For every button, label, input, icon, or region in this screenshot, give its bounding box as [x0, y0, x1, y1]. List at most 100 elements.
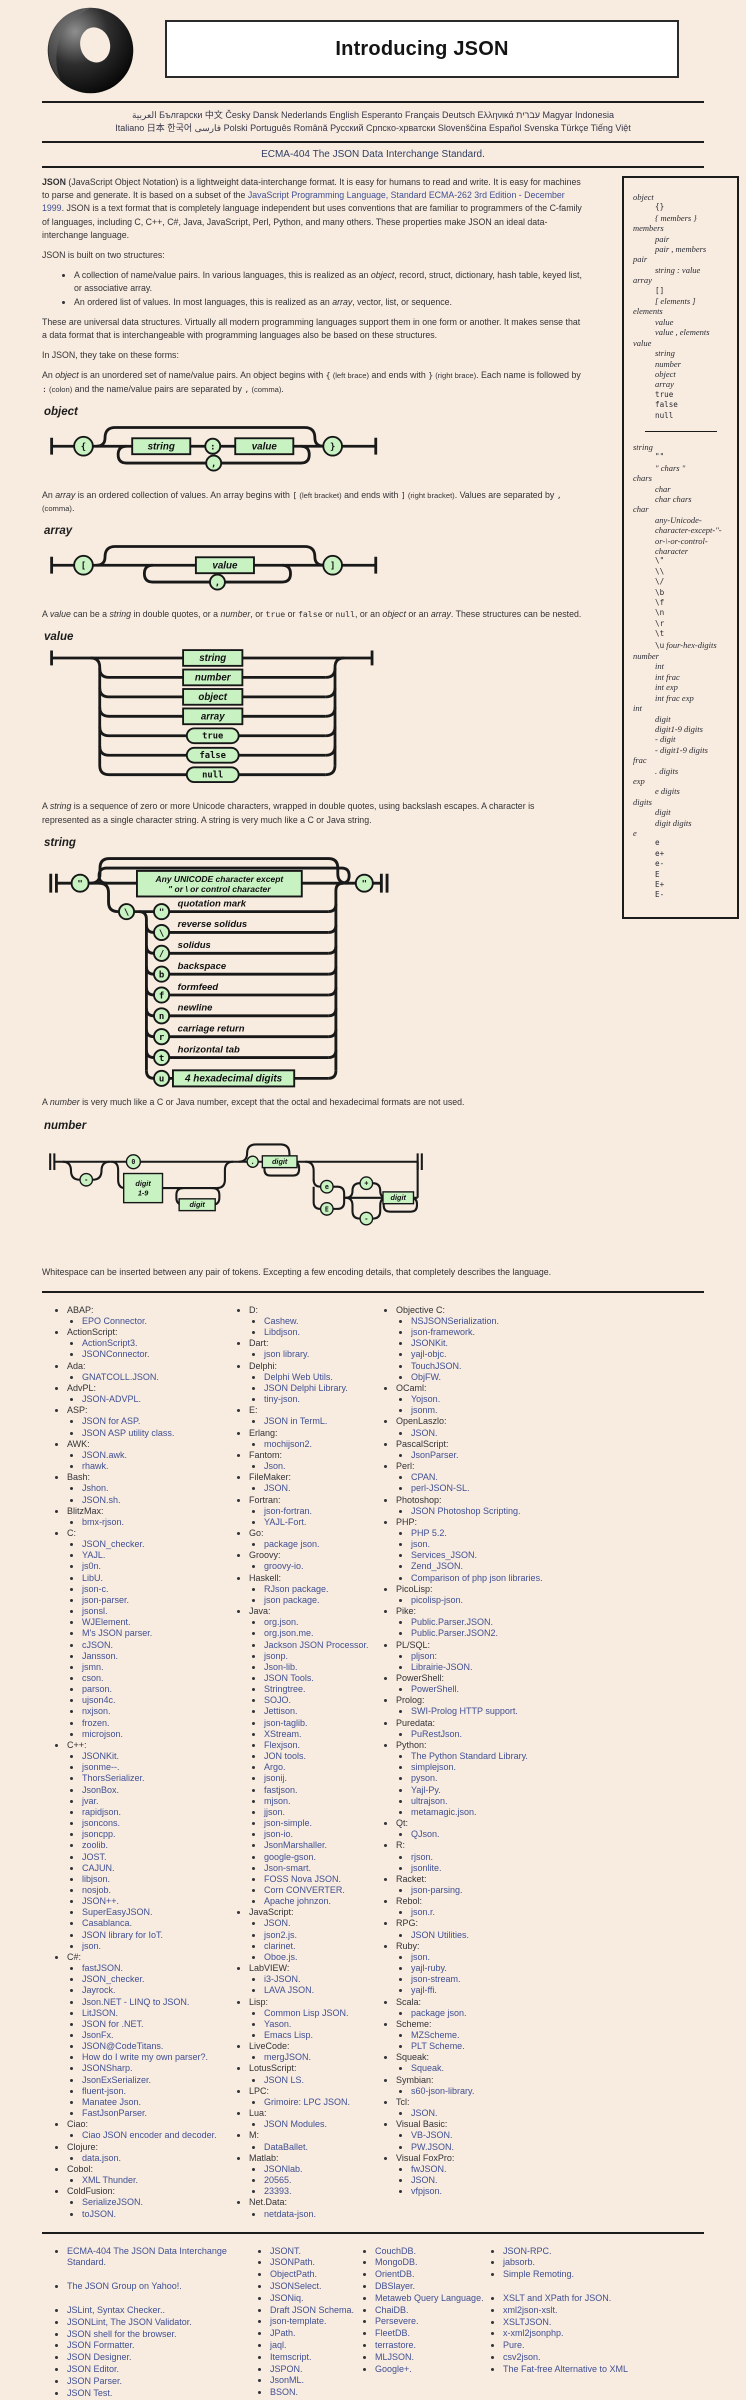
library-link[interactable]: json. [82, 1940, 102, 1951]
library-link[interactable]: js0n. [82, 1561, 102, 1572]
library-link[interactable]: package json. [264, 1539, 320, 1550]
library-link[interactable]: simplejson. [411, 1762, 457, 1773]
library-link[interactable]: vfpjson. [411, 2186, 443, 2197]
library-link[interactable]: PW.JSON. [411, 2141, 455, 2152]
library-link[interactable]: fastJSON. [82, 1963, 124, 1974]
library-link[interactable]: yajl-ffi. [411, 1985, 437, 1996]
library-link[interactable]: Public.Parser.JSON. [411, 1617, 494, 1628]
library-link[interactable]: package json. [411, 2007, 467, 2018]
footer-link[interactable]: JSONT. [270, 2245, 302, 2256]
library-link[interactable]: rhawk. [82, 1461, 109, 1472]
footer-link[interactable]: DBSlayer. [375, 2281, 416, 2292]
library-link[interactable]: Services_JSON. [411, 1550, 478, 1561]
library-link[interactable]: JSON@CodeTitans. [82, 2041, 164, 2052]
library-link[interactable]: mochijson2. [264, 1438, 313, 1449]
library-link[interactable]: JSONSharp. [82, 2063, 133, 2074]
footer-link[interactable]: JSPON. [270, 2363, 303, 2374]
library-link[interactable]: JSON Utilities. [411, 1929, 470, 1940]
library-link[interactable]: tiny-json. [264, 1394, 301, 1405]
library-link[interactable]: VB-JSON. [411, 2130, 453, 2141]
library-link[interactable]: JSON. [411, 2175, 438, 2186]
library-link[interactable]: Manatee Json. [82, 2096, 142, 2107]
library-link[interactable]: json-parser. [82, 1594, 130, 1605]
library-link[interactable]: Json-smart. [264, 1862, 312, 1873]
library-link[interactable]: YAJL. [82, 1550, 106, 1561]
footer-link[interactable]: JSLint, Syntax Checker.. [67, 2305, 166, 2316]
library-link[interactable]: json-parsing. [411, 1884, 463, 1895]
library-link[interactable]: EPO Connector. [82, 1316, 148, 1327]
library-link[interactable]: JSON. [264, 1918, 291, 1929]
footer-link[interactable]: MongoDB. [375, 2257, 418, 2268]
footer-link[interactable]: Itemscript. [270, 2351, 312, 2362]
library-link[interactable]: yajl-ruby. [411, 1963, 447, 1974]
library-link[interactable]: PuRestJson. [411, 1728, 463, 1739]
footer-link[interactable]: XSLTJSON. [503, 2316, 552, 2327]
library-link[interactable]: MZScheme. [411, 2030, 460, 2041]
library-link[interactable]: rapidjson. [82, 1806, 122, 1817]
footer-link[interactable]: Simple Remoting. [503, 2269, 575, 2280]
footer-link[interactable]: MLJSON. [375, 2351, 415, 2362]
footer-link[interactable]: JsonML. [270, 2375, 305, 2386]
library-link[interactable]: TouchJSON. [411, 1360, 462, 1371]
library-link[interactable]: JSONKit. [411, 1338, 449, 1349]
library-link[interactable]: GNATCOLL.JSON. [82, 1371, 159, 1382]
footer-link[interactable]: BSON. [270, 2387, 299, 2398]
library-link[interactable]: Zend_JSON. [411, 1561, 464, 1572]
library-link[interactable]: toJSON. [82, 2208, 117, 2219]
footer-link[interactable]: Pure. [503, 2340, 525, 2351]
library-link[interactable]: Jackson JSON Processor. [264, 1639, 369, 1650]
library-link[interactable]: DataBallet. [264, 2141, 309, 2152]
footer-link[interactable]: Metaweb Query Language. [375, 2292, 484, 2303]
library-link[interactable]: picolisp-json. [411, 1594, 464, 1605]
library-link[interactable]: microjson. [82, 1728, 124, 1739]
library-link[interactable]: JSON_checker. [82, 1974, 145, 1985]
library-link[interactable]: nosjob. [82, 1884, 112, 1895]
library-link[interactable]: json-stream. [411, 1974, 461, 1985]
footer-link[interactable]: JSON Designer. [67, 2352, 132, 2363]
library-link[interactable]: PLT Scheme. [411, 2041, 465, 2052]
library-link[interactable]: LAVA JSON. [264, 1985, 315, 1996]
footer-link[interactable]: JSON Parser. [67, 2375, 123, 2386]
library-link[interactable]: json-taglib. [264, 1717, 308, 1728]
footer-link[interactable]: xml2json-xslt. [503, 2304, 558, 2315]
library-link[interactable]: LibU. [82, 1572, 104, 1583]
library-link[interactable]: SOJO. [264, 1695, 292, 1706]
footer-link[interactable]: Draft JSON Schema. [270, 2304, 355, 2315]
library-link[interactable]: pyson. [411, 1773, 438, 1784]
library-link[interactable]: bmx-rjson. [82, 1516, 125, 1527]
library-link[interactable]: fwJSON. [411, 2163, 447, 2174]
library-link[interactable]: JSON. [264, 1483, 291, 1494]
library-link[interactable]: Delphi Web Utils. [264, 1371, 333, 1382]
library-link[interactable]: org.json.me. [264, 1628, 314, 1639]
library-link[interactable]: Json-lib. [264, 1661, 298, 1672]
library-link[interactable]: How do I write my own parser?. [82, 2052, 209, 2063]
library-link[interactable]: Yojson. [411, 1394, 441, 1405]
library-link[interactable]: pljson: [411, 1650, 438, 1661]
library-link[interactable]: JSONKit. [82, 1751, 120, 1762]
library-link[interactable]: jsonsl. [82, 1606, 108, 1617]
ecma-404-link[interactable]: ECMA-404 The JSON Data Interchange Stand… [261, 149, 485, 160]
library-link[interactable]: Librairie-JSON. [411, 1661, 473, 1672]
footer-link[interactable]: JSON Formatter. [67, 2340, 135, 2351]
library-link[interactable]: JSON library for IoT. [82, 1929, 164, 1940]
footer-link[interactable]: OrientDB. [375, 2269, 415, 2280]
library-link[interactable]: json2.js. [264, 1929, 298, 1940]
library-link[interactable]: Ciao JSON encoder and decoder. [82, 2130, 217, 2141]
library-link[interactable]: RJson package. [264, 1583, 329, 1594]
library-link[interactable]: JSON-ADVPL. [82, 1394, 142, 1405]
library-link[interactable]: Jshon. [82, 1483, 109, 1494]
library-link[interactable]: json-framework. [411, 1327, 476, 1338]
library-link[interactable]: i3-JSON. [264, 1974, 301, 1985]
inline-link[interactable]: JavaScript Programming Language, Standar… [42, 190, 565, 214]
footer-link[interactable]: XSLT and XPath for JSON. [503, 2293, 612, 2304]
library-link[interactable]: PowerShell. [411, 1684, 460, 1695]
footer-link[interactable]: ObjectPath. [270, 2269, 318, 2280]
library-link[interactable]: json. [411, 1539, 431, 1550]
library-link[interactable]: json.r. [411, 1907, 436, 1918]
library-link[interactable]: s60-json-library. [411, 2085, 475, 2096]
library-link[interactable]: Corn CONVERTER. [264, 1884, 345, 1895]
footer-link[interactable]: jabsorb. [503, 2257, 536, 2268]
library-link[interactable]: JSON.sh. [82, 1494, 121, 1505]
language-links[interactable]: العربية Български 中文 Česky Dansk Nederla… [20, 109, 726, 135]
library-link[interactable]: JSON in TermL. [264, 1416, 328, 1427]
